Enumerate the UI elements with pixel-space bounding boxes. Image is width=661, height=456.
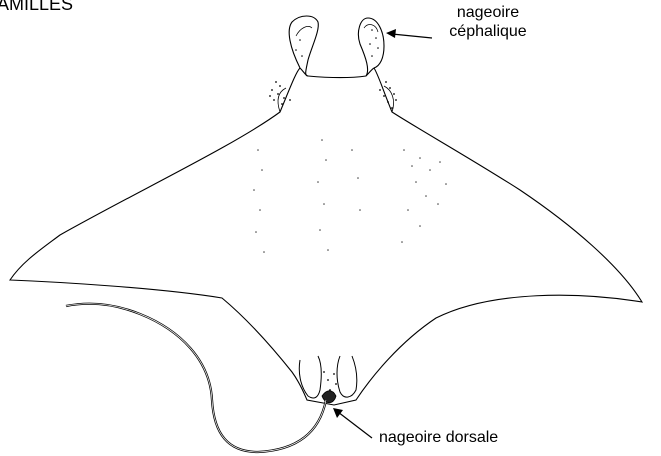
dorsal-arrowhead [333,408,343,418]
dorsal-fin [322,391,336,403]
label-cephalic-line1: nageoire [428,3,548,22]
cephalic-shading [269,29,397,109]
left-pelvic-fin [299,356,321,398]
whip-tail [66,304,326,452]
dorsal-leader-line [338,412,372,438]
ray-body-outline [10,68,642,405]
label-cephalic-fin: nageoire céphalique [428,3,548,41]
right-cephalic-fin [358,18,384,76]
cephalic-leader-line [392,34,432,38]
head-mouth-edge [300,68,374,78]
dorsal-stippling [253,139,447,253]
left-cephalic-fin [289,16,318,76]
label-cephalic-line2: céphalique [428,22,548,41]
cephalic-arrowhead [386,29,396,38]
label-dorsal-fin: nageoire dorsale [379,428,498,447]
right-pelvic-fin [337,356,357,397]
